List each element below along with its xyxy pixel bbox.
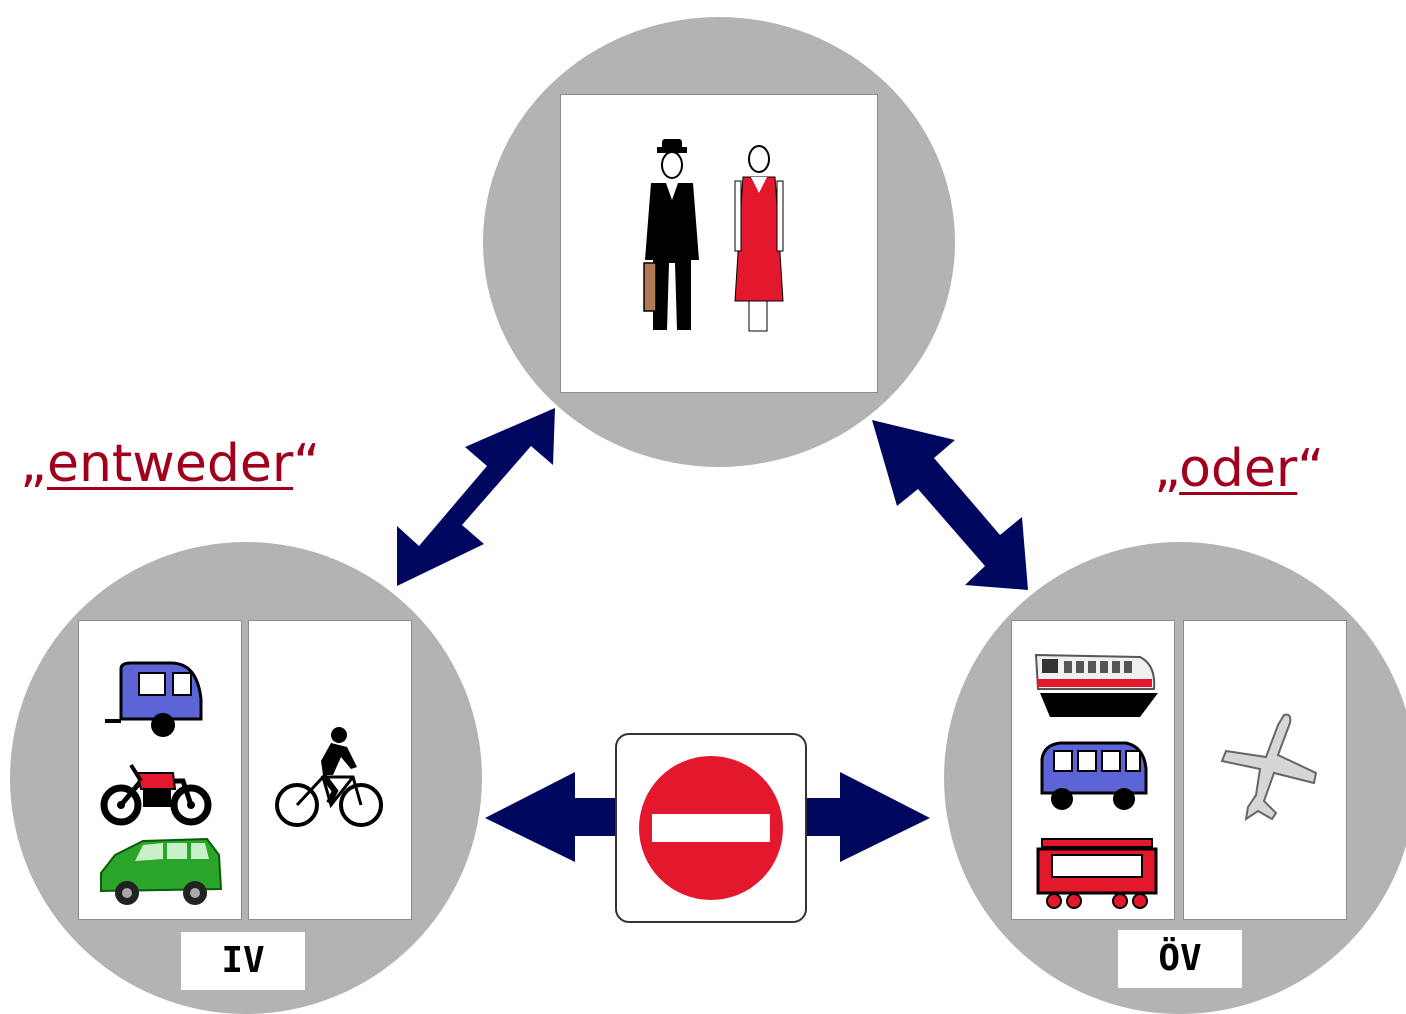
suv-car-icon <box>100 837 223 905</box>
vehicles-panel <box>78 620 242 920</box>
no-entry-icon <box>639 756 783 900</box>
woman-icon <box>734 145 784 332</box>
no-entry-sign <box>615 733 807 923</box>
oder-word: oder <box>1179 439 1298 499</box>
public-transport-tag: ÖV <box>1118 930 1242 988</box>
travelers-panel <box>560 94 878 393</box>
label-oder: „oder“ <box>1154 443 1324 495</box>
bicycle-panel <box>248 620 412 920</box>
cyclist-icon <box>275 727 383 827</box>
individual-transport-tag: IV <box>181 932 305 990</box>
label-entweder: „entweder“ <box>20 438 320 490</box>
bus-icon <box>1040 741 1148 810</box>
entweder-word: entweder <box>46 434 294 494</box>
train-icon <box>1034 653 1158 717</box>
airplane-panel <box>1183 620 1347 920</box>
caravan-icon <box>105 661 203 737</box>
airplane-icon <box>1220 713 1318 822</box>
left-close-quote: “ <box>293 434 321 494</box>
right-close-quote: “ <box>1297 439 1325 499</box>
businessman-icon <box>643 139 699 330</box>
public-vehicles-panel <box>1011 620 1175 920</box>
left-open-quote: „ <box>20 434 47 494</box>
motorcycle-icon <box>100 763 212 826</box>
tram-icon <box>1036 838 1158 909</box>
right-open-quote: „ <box>1154 439 1180 499</box>
